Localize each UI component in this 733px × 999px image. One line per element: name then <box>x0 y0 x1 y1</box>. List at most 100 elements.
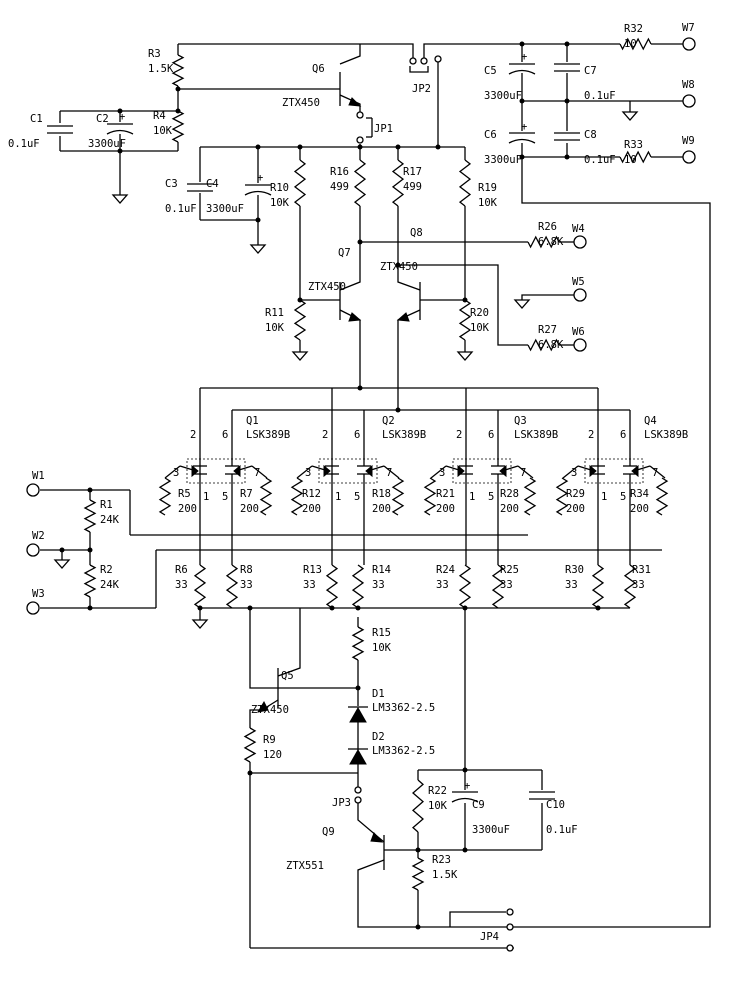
resistor-r30 <box>591 564 605 609</box>
capacitor-c5: + <box>508 51 536 75</box>
resistor-r16 <box>353 159 367 207</box>
pin-number: 3 <box>173 467 179 479</box>
terminal-w4 <box>573 235 587 249</box>
value-r26: 6.8K <box>538 236 564 248</box>
pin-number: 6 <box>354 429 360 441</box>
resistor-r9 <box>243 727 257 763</box>
label-c10: C10 <box>546 799 565 811</box>
resistor-r25 <box>491 564 505 609</box>
value-r17: 499 <box>403 181 422 193</box>
label-d2: D2 <box>372 731 385 743</box>
label-r6: R6 <box>175 564 188 576</box>
label-r29: R29 <box>566 488 585 500</box>
label-r22: R22 <box>428 785 447 797</box>
pin-number: 3 <box>439 467 445 479</box>
value-r25: 33 <box>500 579 513 591</box>
label-r25: R25 <box>500 564 519 576</box>
value-r1: 24K <box>100 514 120 526</box>
pin-number: 5 <box>222 491 228 503</box>
resistor-r24 <box>458 564 472 609</box>
resistor-r6 <box>193 564 207 609</box>
diodes <box>348 706 368 765</box>
label-w1: W1 <box>32 470 45 482</box>
pin-number: 3 <box>571 467 577 479</box>
terminal-w6 <box>573 338 587 352</box>
value-r27: 6.8K <box>538 339 564 351</box>
value-r12: 200 <box>302 503 321 515</box>
label-w8: W8 <box>682 79 695 91</box>
value-r31: 33 <box>632 579 645 591</box>
value-c10: 0.1uF <box>546 824 578 836</box>
value-r24: 33 <box>436 579 449 591</box>
capacitor-c2: + <box>106 111 134 135</box>
svg-text:+: + <box>257 172 263 184</box>
label-r2: R2 <box>100 564 113 576</box>
capacitor-c4: + <box>244 172 272 196</box>
label-r15: R15 <box>372 627 391 639</box>
part-q6: ZTX450 <box>282 97 320 109</box>
label-r18: R18 <box>372 488 391 500</box>
resistor-r7 <box>259 477 273 516</box>
pin-number: 1 <box>203 491 209 503</box>
label-r4: R4 <box>153 110 166 122</box>
resistor-r34 <box>655 477 669 516</box>
pin-number: 2 <box>190 429 196 441</box>
value-r21: 200 <box>436 503 455 515</box>
value-r6: 33 <box>175 579 188 591</box>
value-r19: 10K <box>478 197 498 209</box>
value-r11: 10K <box>265 322 285 334</box>
label-r27: R27 <box>538 324 557 336</box>
label-r5: R5 <box>178 488 191 500</box>
resistor-r4 <box>171 110 185 143</box>
terminals <box>26 37 696 615</box>
resistor-r13 <box>325 564 339 609</box>
label-r31: R31 <box>632 564 651 576</box>
label-r16: R16 <box>330 166 349 178</box>
label-w5: W5 <box>572 276 585 288</box>
resistor-r12 <box>290 477 304 516</box>
pin-number: 5 <box>488 491 494 503</box>
part-q8: ZTX450 <box>380 261 418 273</box>
svg-text:+: + <box>464 780 470 792</box>
value-r3: 1.5K <box>148 63 174 75</box>
resistor-r18 <box>391 477 405 516</box>
resistor-r1 <box>83 499 97 533</box>
resistor-r31 <box>623 564 637 609</box>
label-r8: R8 <box>240 564 253 576</box>
label-w3: W3 <box>32 588 45 600</box>
svg-text:+: + <box>521 121 527 133</box>
label-r28: R28 <box>500 488 519 500</box>
value-c6: 3300uF <box>484 154 522 166</box>
label-w2: W2 <box>32 530 45 542</box>
label-c4: C4 <box>206 178 219 190</box>
resistor-r32 <box>619 37 652 51</box>
capacitor-c10 <box>529 791 555 800</box>
value-r14: 33 <box>372 579 385 591</box>
label-r26: R26 <box>538 221 557 233</box>
junctions <box>59 41 601 930</box>
part-q9: ZTX551 <box>286 860 324 872</box>
label-r24: R24 <box>436 564 455 576</box>
resistor-r21 <box>423 477 437 516</box>
q6-emitter-arrow <box>348 97 362 107</box>
q8-emitter-arrow <box>396 312 410 322</box>
label-r30: R30 <box>565 564 584 576</box>
label-c9: C9 <box>472 799 485 811</box>
terminal-w3 <box>26 601 40 615</box>
label-c7: C7 <box>584 65 597 77</box>
value-r28: 200 <box>500 503 519 515</box>
pin-number: 2 <box>322 429 328 441</box>
resistor-r5 <box>158 477 172 516</box>
label-r3: R3 <box>148 48 161 60</box>
value-r20: 10K <box>470 322 490 334</box>
grounds <box>53 111 639 629</box>
part-q1: LSK389B <box>246 429 290 441</box>
label-r10: R10 <box>270 182 289 194</box>
svg-text:+: + <box>119 111 125 123</box>
value-r30: 33 <box>565 579 578 591</box>
pin-number: 3 <box>305 467 311 479</box>
label-w7: W7 <box>682 22 695 34</box>
